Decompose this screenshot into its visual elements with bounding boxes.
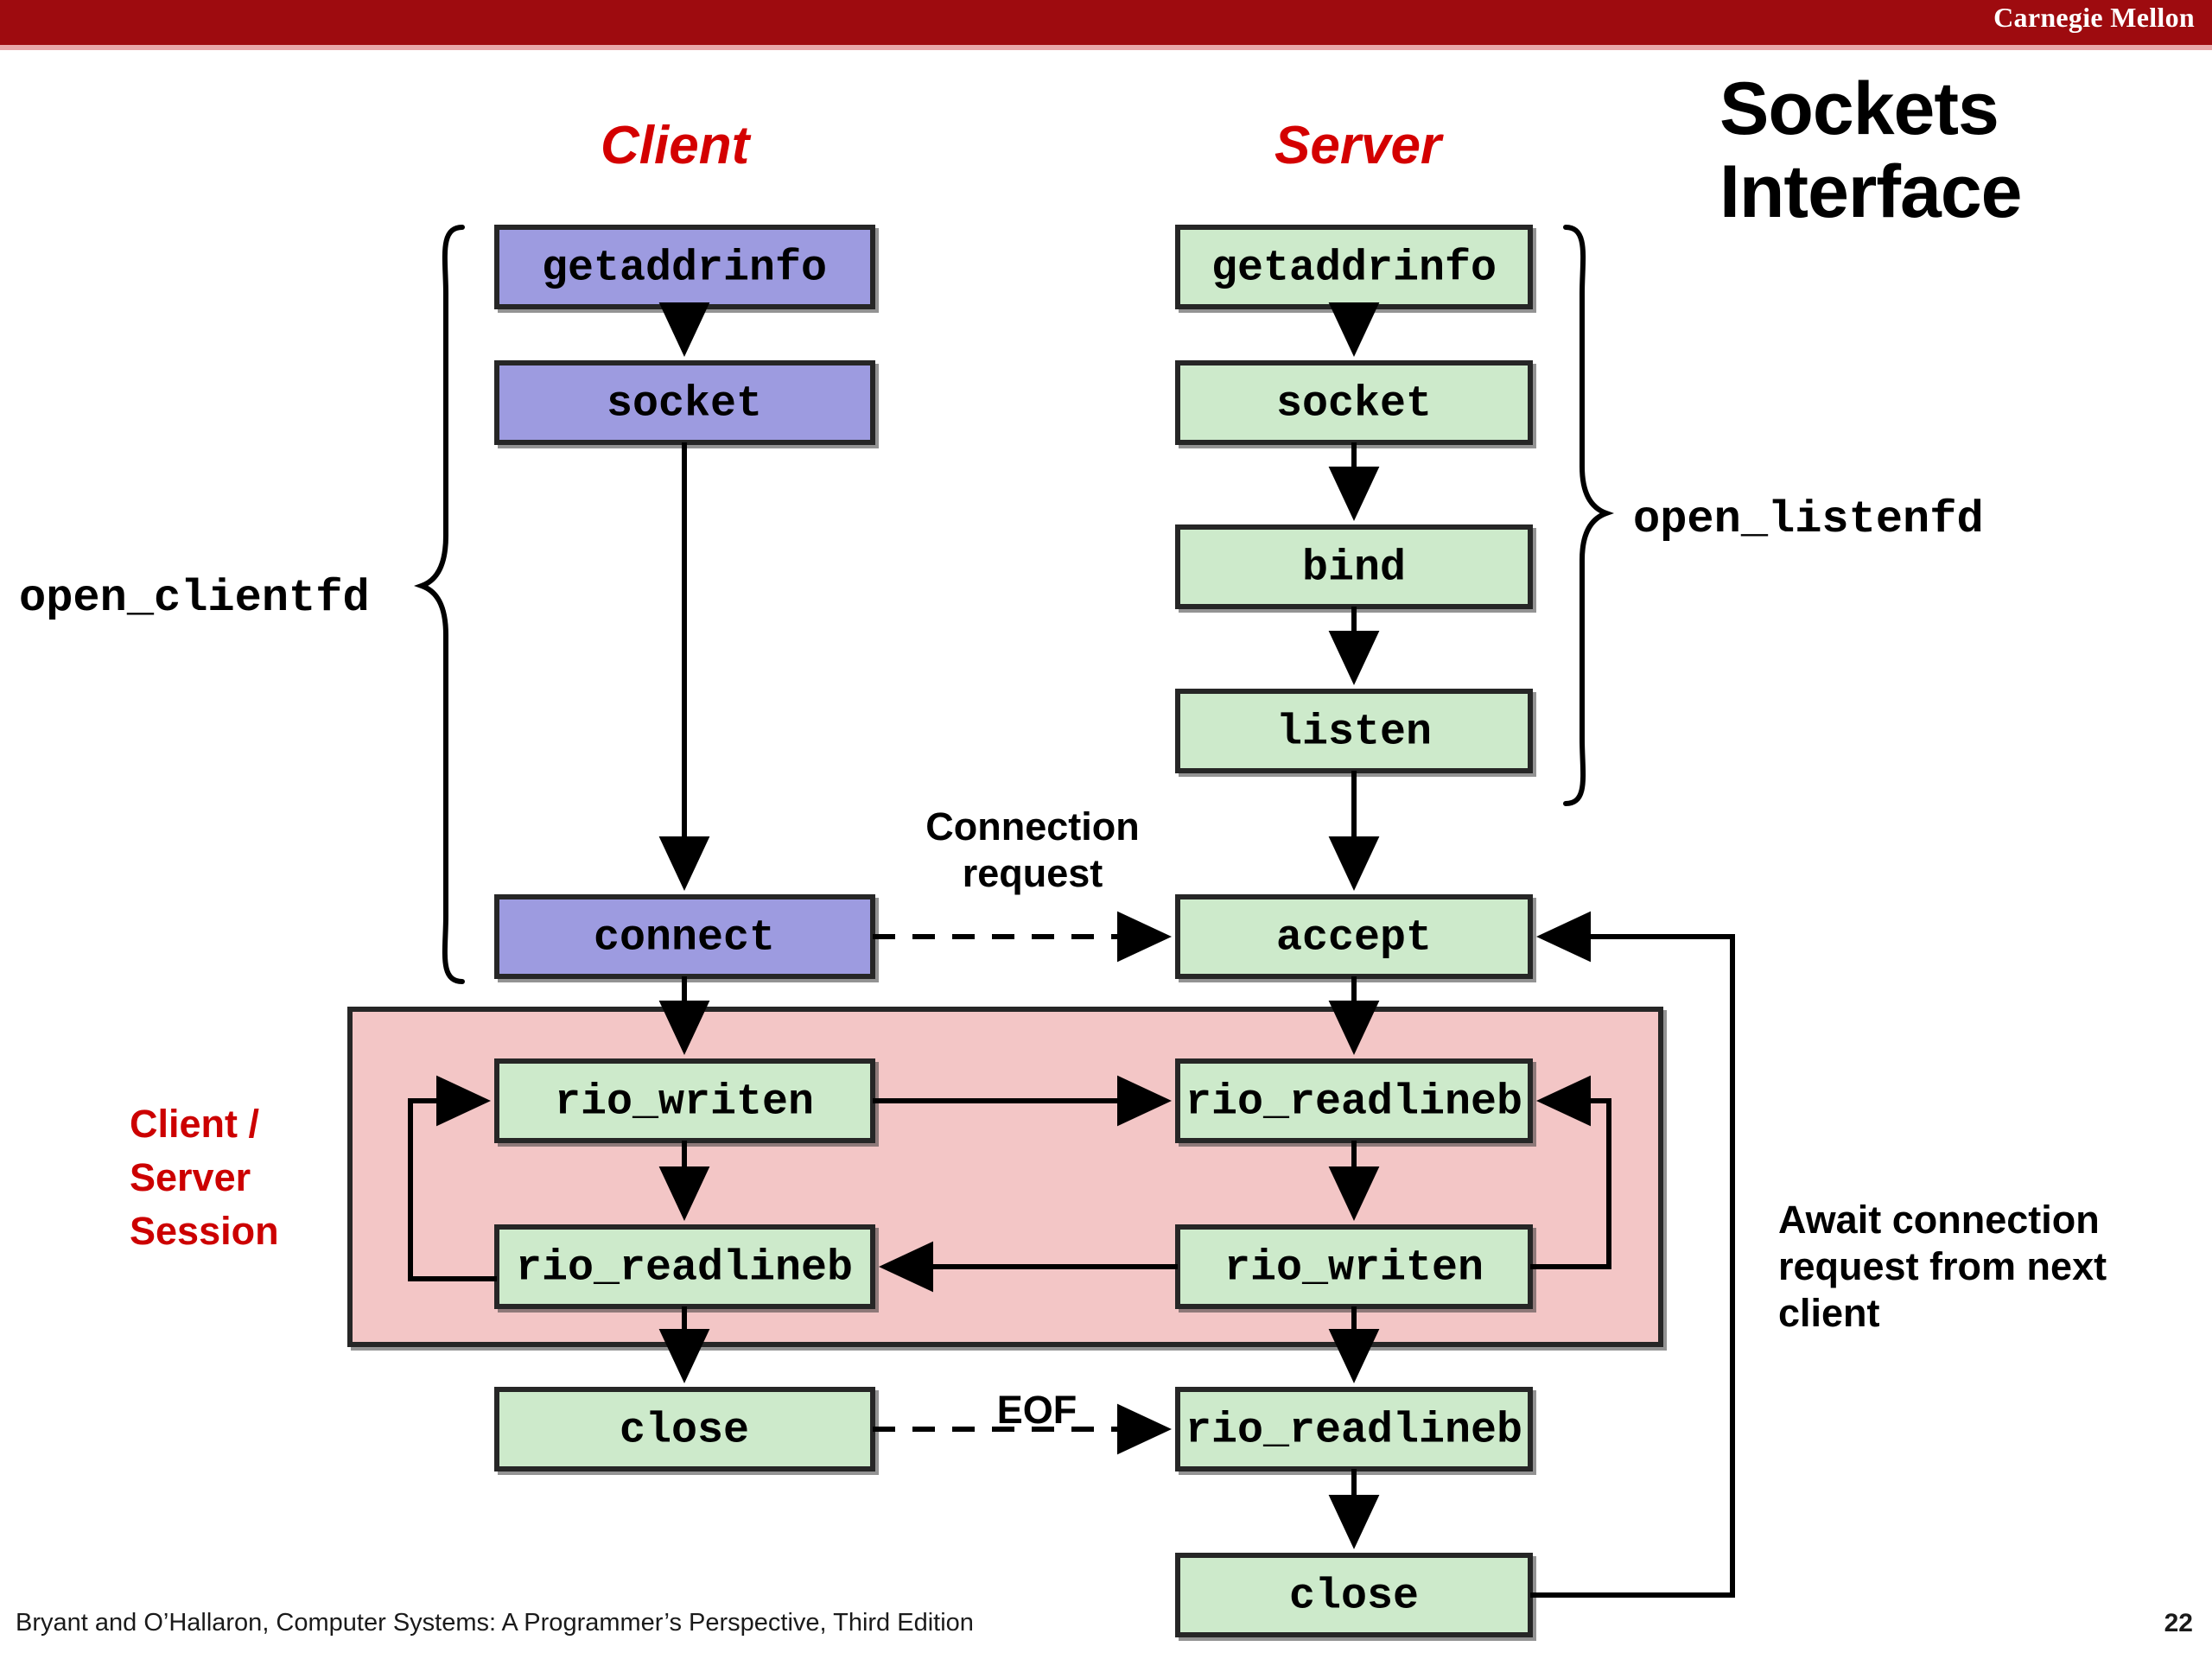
- node-client-rio-writen: rio_writen: [494, 1058, 875, 1143]
- node-label: rio_readlineb: [516, 1244, 853, 1294]
- node-server-bind: bind: [1175, 524, 1533, 609]
- node-label: close: [620, 1407, 749, 1456]
- header-banner-underline: [0, 45, 2212, 50]
- annotation-eof: EOF: [996, 1388, 1077, 1432]
- node-label: socket: [607, 380, 762, 429]
- annotation-await-next-client: Await connection request from next clien…: [1778, 1198, 2107, 1335]
- node-server-socket: socket: [1175, 360, 1533, 445]
- node-server-rio-readlineb: rio_readlineb: [1175, 1058, 1533, 1143]
- node-label: accept: [1276, 914, 1432, 963]
- open-listenfd-brace: [1563, 225, 1614, 806]
- node-label: rio_readlineb: [1185, 1407, 1522, 1456]
- page-title: Sockets Interface: [1719, 67, 2203, 234]
- label-client-server-session: Client / Server Session: [130, 1102, 279, 1254]
- node-client-socket: socket: [494, 360, 875, 445]
- page-title-line-1: Sockets: [1719, 67, 1999, 150]
- node-server-rio-writen: rio_writen: [1175, 1224, 1533, 1309]
- node-server-listen: listen: [1175, 689, 1533, 773]
- node-label: socket: [1276, 380, 1432, 429]
- edge-server-session-loop: [1530, 1075, 1611, 1269]
- node-label: getaddrinfo: [1211, 245, 1497, 294]
- node-label: bind: [1302, 544, 1406, 594]
- node-label: rio_writen: [555, 1078, 814, 1128]
- column-heading-client: Client: [601, 116, 750, 175]
- node-client-connect: connect: [494, 894, 875, 979]
- node-server-rio-readlineb-2: rio_readlineb: [1175, 1387, 1533, 1471]
- label-open-clientfd: open_clientfd: [19, 573, 370, 624]
- node-label: connect: [594, 914, 775, 963]
- node-client-rio-readlineb: rio_readlineb: [494, 1224, 875, 1309]
- node-label: listen: [1276, 709, 1432, 758]
- edge-await-next-client-loop: [1530, 911, 1735, 1598]
- brand-text: Carnegie Mellon: [1993, 2, 2195, 33]
- edges-cross: [873, 911, 1178, 1455]
- node-server-close: close: [1175, 1553, 1533, 1637]
- header-banner: [0, 0, 2212, 45]
- page-title-line-2: Interface: [1719, 150, 2023, 234]
- node-server-getaddrinfo: getaddrinfo: [1175, 225, 1533, 309]
- open-clientfd-brace: [414, 225, 465, 984]
- node-client-getaddrinfo: getaddrinfo: [494, 225, 875, 309]
- footer-page-number: 22: [2164, 1609, 2193, 1637]
- label-open-listenfd: open_listenfd: [1633, 494, 1984, 545]
- node-label: rio_readlineb: [1185, 1078, 1522, 1128]
- node-client-close: close: [494, 1387, 875, 1471]
- node-label: getaddrinfo: [542, 245, 827, 294]
- annotation-connection-request: Connection request: [925, 804, 1140, 895]
- node-server-accept: accept: [1175, 894, 1533, 979]
- column-heading-server: Server: [1274, 116, 1442, 175]
- edge-client-session-loop: [408, 1075, 497, 1281]
- footer-citation: Bryant and O’Hallaron, Computer Systems:…: [16, 1609, 974, 1637]
- node-label: rio_writen: [1224, 1244, 1484, 1294]
- node-label: close: [1289, 1573, 1419, 1622]
